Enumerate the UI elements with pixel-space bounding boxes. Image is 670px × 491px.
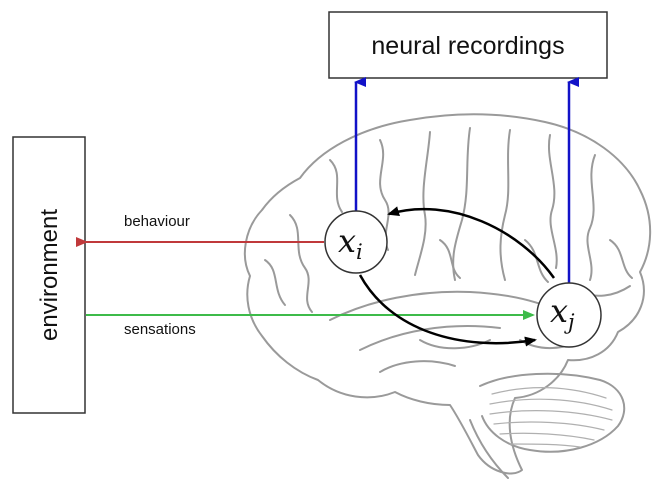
node-xj: xj [537, 283, 601, 347]
node-xi: xi [325, 211, 387, 273]
behaviour-label: behaviour [124, 213, 190, 230]
neural-recordings-label: neural recordings [371, 32, 564, 60]
arc-xi-to-xj [360, 275, 535, 343]
environment-label: environment [36, 209, 63, 341]
sensations-label: sensations [124, 321, 196, 338]
